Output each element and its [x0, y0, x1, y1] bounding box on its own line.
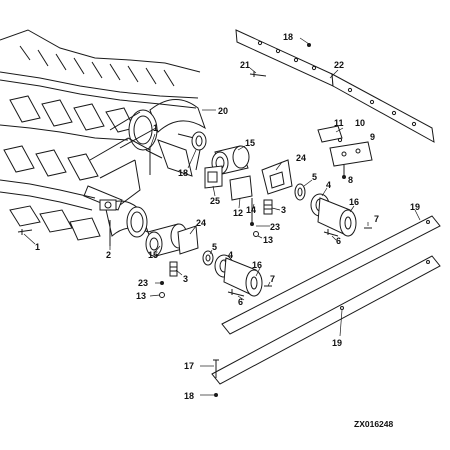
- scraper-strip-assembly: [235, 29, 435, 143]
- callout-13-top: 13: [263, 235, 273, 245]
- callout-23-bot: 23: [138, 278, 148, 288]
- callout-12: 12: [233, 208, 243, 218]
- callout-18-bot: 18: [184, 391, 194, 401]
- lower-roller-assembly: [145, 223, 272, 298]
- callout-16-top: 16: [349, 197, 359, 207]
- callout-23-top: 23: [270, 222, 280, 232]
- callout-25: 25: [210, 196, 220, 206]
- callout-22: 22: [334, 60, 344, 70]
- callout-2: 2: [106, 250, 111, 260]
- callout-19-top: 19: [410, 202, 420, 212]
- upper-roller-assembly: [191, 131, 372, 237]
- callout-10: 10: [355, 118, 365, 128]
- callout-6-bot: 6: [238, 297, 243, 307]
- callout-16-bot: 16: [252, 260, 262, 270]
- leader-lines: [23, 37, 421, 396]
- callout-3-top: 3: [281, 205, 286, 215]
- callout-9: 9: [370, 132, 375, 142]
- callout-4-bot: 4: [228, 250, 233, 260]
- callout-15-top: 15: [245, 138, 255, 148]
- figure-reference: ZX016248: [354, 419, 393, 429]
- shaft-assembly: [0, 29, 206, 246]
- callout-1-top: 1: [153, 123, 158, 133]
- callout-24-top: 24: [296, 153, 306, 163]
- callout-7-top: 7: [374, 214, 379, 224]
- callout-8: 8: [348, 175, 353, 185]
- callout-4-top: 4: [326, 180, 331, 190]
- callout-3-bot: 3: [183, 274, 188, 284]
- callout-14: 14: [246, 205, 256, 215]
- callout-5-bot: 5: [212, 242, 217, 252]
- long-bar-assembly: [211, 215, 441, 397]
- callout-24-bot: 24: [196, 218, 206, 228]
- callout-18-top: 18: [283, 32, 293, 42]
- callout-19-bot: 19: [332, 338, 342, 348]
- callout-15-bot: 15: [148, 250, 158, 260]
- mounting-plate-assembly: [317, 125, 373, 179]
- callout-7-bot: 7: [270, 274, 275, 284]
- callout-18-mid: 18: [178, 168, 188, 178]
- callout-6-top: 6: [336, 236, 341, 246]
- callout-5-top: 5: [312, 172, 317, 182]
- callout-11: 11: [334, 118, 344, 128]
- callout-17: 17: [184, 361, 194, 371]
- callout-20: 20: [218, 106, 228, 116]
- callout-13-bot: 13: [136, 291, 146, 301]
- callout-1-left: 1: [35, 242, 40, 252]
- callout-labels: 18 21 22 20 1 15 18 11 10 9 8 24 5 4 25 …: [35, 32, 420, 401]
- callout-21: 21: [240, 60, 250, 70]
